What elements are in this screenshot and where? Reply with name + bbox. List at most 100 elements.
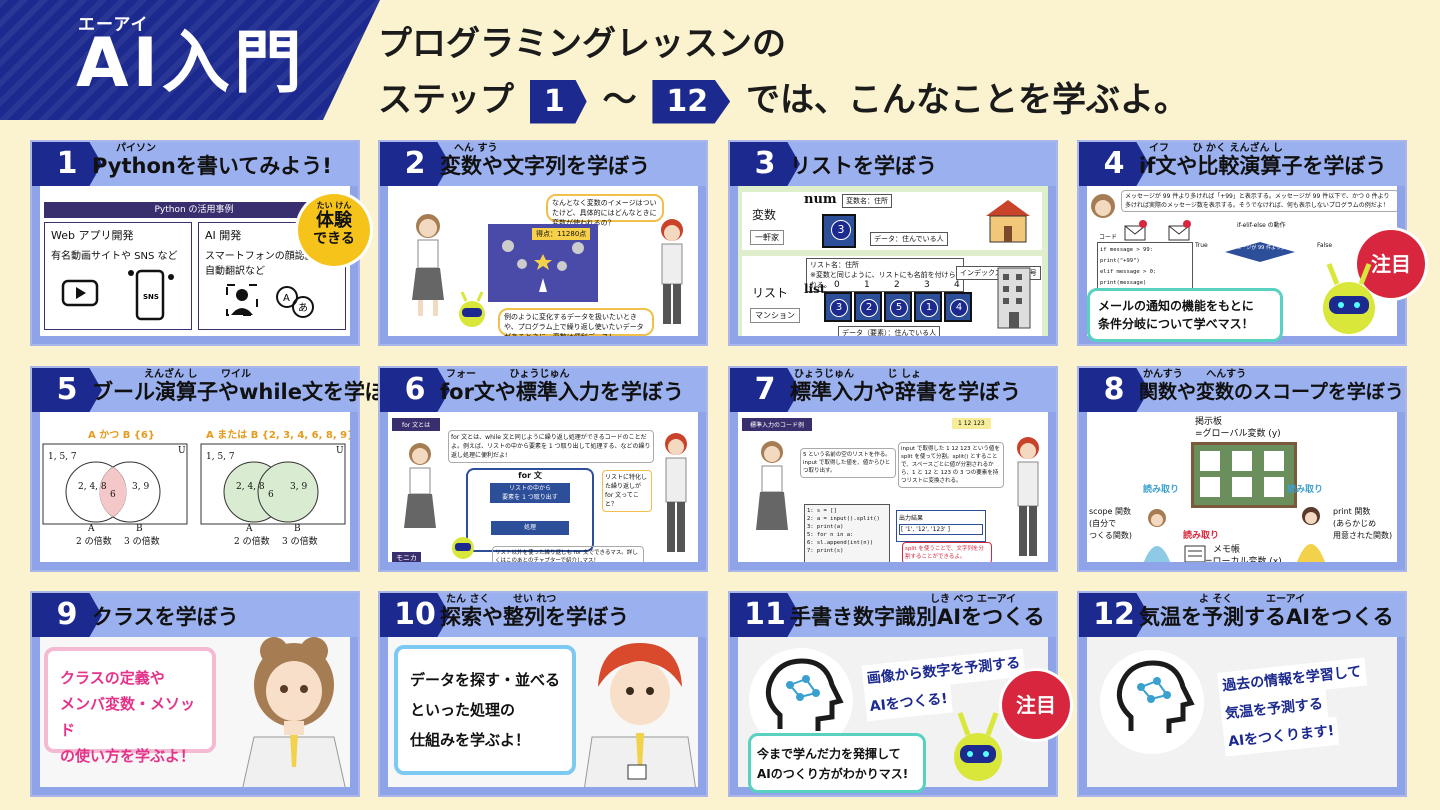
lesson-card-6[interactable]: 6 フォー ひょうじゅん for文や標準入力を学ぼう for 文とは for 文… [378,366,708,572]
card-number: 12 [1079,593,1149,637]
title-ruby: ひょうじゅん じ しょ [794,369,921,380]
web-text: 有名動画サイトや SNS など [51,251,178,262]
scope-fn-sub1: (自分で [1089,519,1117,528]
list-value: 4 [950,299,968,317]
feature-bubble: 今まで学んだ力を発揮して AIのつくり方がわかりマス! [748,733,926,793]
headline-prefix: ステップ [378,80,514,120]
variable-name-box: 変数名：住所 [842,194,892,208]
venn-b-desc: 3 の倍数 [282,537,318,547]
lesson-card-10[interactable]: 10 たん さく せい れつ 探索や整列を学ぼう データを探す・並べる といった… [378,591,708,797]
lesson-card-2[interactable]: 2 へん すう 変数や文字列を学ぼう なんとなく変数のイメージはついたけど、具体… [378,140,708,346]
lesson-card-11[interactable]: 11 しき べつ エーアイ 手書き数字識別AIをつくる 画像から数字を予測する … [728,591,1070,797]
memo-label: メモ帳 [1213,545,1241,555]
card-body: 変数 一軒家 num 変数名：住所 3 データ：住んでいる人 リスト マンション… [738,186,1048,336]
variable-name: num [804,192,837,207]
lesson-card-5[interactable]: 5 えんざん し ワイル ブール演算子やwhile文を学ぼう A かつ B {6… [30,366,407,572]
robot-mascot [1323,263,1375,334]
venn-and [42,443,188,525]
venn-center: 6 [110,490,116,500]
scope-fn-name: scope 関数 [1089,507,1132,516]
summary-line3: の使い方を学ぶよ！ [60,747,196,765]
headline-tilde: 〜 [602,80,637,120]
section-tag: for 文とは [392,418,441,431]
lesson-card-3[interactable]: 3 リストを学ぼう 変数 一軒家 num 変数名：住所 3 データ：住んでいる人… [728,140,1058,346]
venn-b-values: 3, 9 [290,482,308,492]
robot-mascot [954,712,1002,781]
read-label-3: 読み取り [1183,531,1220,541]
step-to-badge: 12 [652,79,731,124]
girl-character [756,441,788,530]
step-from-badge: 1 [529,79,587,124]
list-data: データ（要素）：住んでいる人 [838,326,941,336]
girl-avatar [1091,194,1115,218]
list-cell: 2 [854,292,882,322]
list-cell: 1 [914,292,942,322]
code-line: elif message > 0: [1100,269,1157,275]
code-line: print("+99") [1100,258,1140,264]
list-cell: 4 [944,292,972,322]
card-body: for 文とは for 文とは、while 文と同じように繰り返し処理ができるコ… [388,412,698,562]
variable-box: 3 [822,214,856,248]
card-number: 1 [32,142,102,186]
venn-a-desc: 2 の倍数 [234,537,270,547]
for-box-title: for 文 [518,471,542,480]
title-ruby: かんすう へんすう [1143,369,1247,380]
read-label-1: 読み取り [1143,485,1180,495]
lesson-card-4[interactable]: 4 イフ ひ かく えんざん し if文や比較演算子を学ぼう メッセージが 99… [1077,140,1425,346]
lesson-card-8[interactable]: 8 かんすう へんすう 関数や変数のスコープを学ぼう 掲示板 =グローバル変数 … [1077,366,1407,572]
apartment-icon [997,267,1031,329]
list-index: 4 [954,280,960,290]
venn-b-values: 3, 9 [132,482,150,492]
code-line: 1: s = [] [807,508,837,514]
lesson-card-7[interactable]: 7 ひょうじゅん じ しょ 標準入力や辞書を学ぼう 標準入力のコード例 1 12… [728,366,1058,572]
lesson-card-1[interactable]: 1 パイソン Pythonを書いてみよう! Python の活用事例 Web ア… [30,140,370,346]
venn-outer: 1, 5, 7 [206,452,235,462]
variable-sub: 一軒家 [750,230,784,245]
bulletin-board [1191,442,1297,508]
video-phone-illustration: SNS [61,269,174,321]
robot-mascot [452,537,474,559]
list-cell: 3 [824,292,852,322]
card-title: 手書き数字識別AIをつくる [790,605,1045,629]
venn-b-label: B [136,524,143,534]
card-title: for文や標準入力を学ぼう [440,380,684,404]
section-tag: 標準入力のコード例 [742,418,813,431]
for-step1a: リストの中から [508,485,551,492]
summary-text: 過去の情報を学習して 気温を予測する AIをつくります! [1217,657,1373,757]
list-sub: マンション [750,308,800,323]
boy-character [665,433,687,552]
local-label: =ローカル変数 (x) [1205,557,1282,562]
panel-title: Python の活用事例 [44,202,344,218]
list-index: 3 [924,280,930,290]
board-notes [1200,451,1284,497]
lesson-card-9[interactable]: 9 クラスを学ぼう クラスの定義や メンバ変数・メソッド の使い方を学ぶよ！ [30,591,360,797]
venn-universe: U [336,446,344,456]
lesson-card-12[interactable]: 12 よ そく エーアイ 気温を予測するAIをつくる 過去の情報を学習して 気温… [1077,591,1407,797]
web-title: Web アプリ開発 [51,229,134,242]
card-number: 9 [32,593,102,637]
boy-character [584,643,696,787]
ai-text-2: 自動翻訳など [205,266,265,277]
and-head: A かつ B {6} [88,430,156,441]
flow-title: if-elif-else の動作 [1237,222,1286,229]
title-ruby: へん すう [454,143,498,154]
card-number: 3 [730,142,800,186]
girl-character [412,214,444,316]
list-value: 5 [890,299,908,317]
card-title: リストを学ぼう [790,154,937,178]
summary-line2: といった処理の [410,701,516,719]
header-band-pattern [0,0,380,120]
ai-text-1: スマートフォンの顔認証 [205,251,315,262]
scope-fn: scope 関数 (自分で つくる関数) [1089,506,1132,542]
summary-line1: クラスの定義や [60,669,165,687]
title-ruby: しき べつ エーアイ [930,594,1017,605]
for-step1: リストの中から 要素を 1 つ取り出す [490,483,570,503]
output-box: 出力結果 [ '1', '12', '123' ] [896,510,986,542]
game-sprites [502,240,584,292]
card-title: 気温を予測するAIをつくる [1139,605,1394,629]
game-screen: 得点：11280点 [488,224,598,302]
woman-illustration [1143,509,1171,562]
answer-bubble: リスト以外を使った繰り返しも for 文でできるマス。詳しくはこのあとのチャプタ… [492,546,644,562]
variable-label: 変数 [752,208,777,222]
svg-text:あ: あ [298,302,308,314]
